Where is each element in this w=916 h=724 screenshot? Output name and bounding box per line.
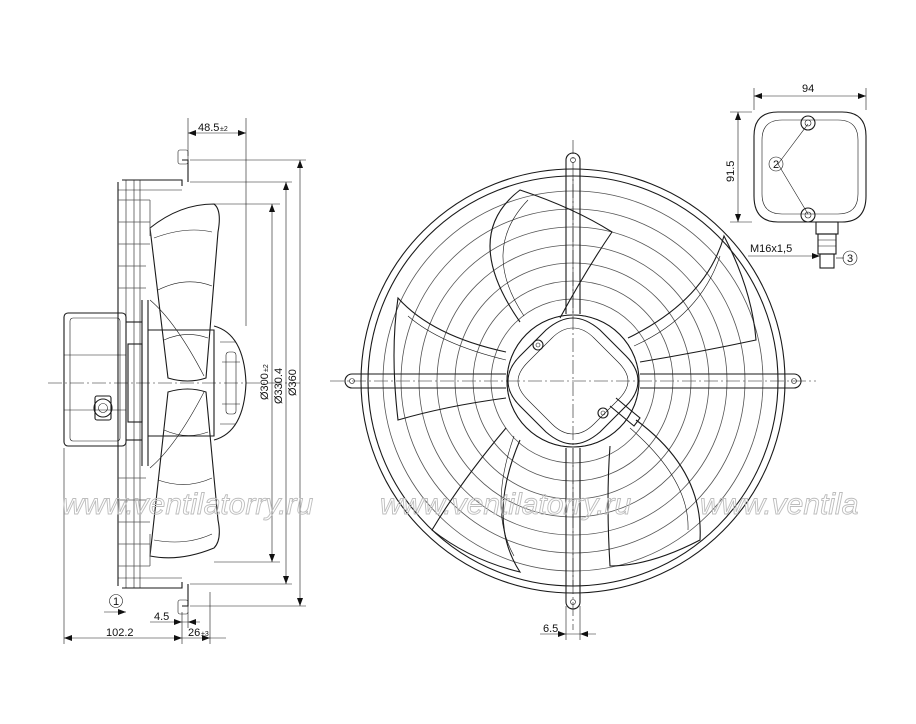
thread-label: M16x1,5 [750,243,792,255]
front-dimensions [540,606,596,640]
dim-overall-depth: 102.2 [106,627,134,639]
cable-gland [815,221,839,235]
rotor-hub [127,300,247,466]
dim-mount: 26 [188,627,200,639]
dim-hub-label: 48.5 [198,122,219,134]
front-view: 6.5 [330,140,816,640]
dim-guard-diameter: Ø360 [287,369,299,396]
fan-blades-side [149,203,220,559]
dim-blade-diameter: Ø300 [259,373,271,400]
hub-front [506,314,641,448]
callout-1-circle [109,594,123,608]
mounting-lugs [344,152,802,610]
box-width-label: 94 [802,83,814,95]
dim-slot: 6.5 [543,623,558,635]
dim-ring-diameter: Ø330.4 [273,368,285,404]
callout-3-label: 3 [847,253,853,265]
side-view: 48.5 ±2 Ø300 ±2 Ø330.4 Ø360 102.2 4.5 26… [48,118,306,644]
dim-mount-tol: ±3 [201,631,209,638]
watermark-2: www.ventilatorry.ru [380,488,631,521]
box-screw-top [800,115,816,131]
watermark-3: www.ventila [700,488,858,521]
dim-hub-tolerance: ±2 [220,126,228,133]
fan-blades-front [393,189,757,573]
guard-spokes [360,170,786,592]
motor-body [63,312,142,447]
callout-2-label: 2 [773,159,779,171]
guard-side [117,149,189,615]
callout-2-circle [768,156,784,172]
dim-blade-diameter-tol: ±2 [263,364,270,372]
dim-flange: 4.5 [154,611,169,623]
side-dimensions [63,118,306,644]
callout-1-label: 1 [113,596,119,608]
box-height-label: 91.5 [725,161,737,182]
terminal-box [730,88,867,269]
watermark-1: www.ventilatorry.ru [62,488,313,521]
box-screw-bottom [800,207,816,223]
hub-screw-top [532,339,544,351]
callout-3-circle [842,250,858,266]
hub-screw-bottom [597,407,609,419]
